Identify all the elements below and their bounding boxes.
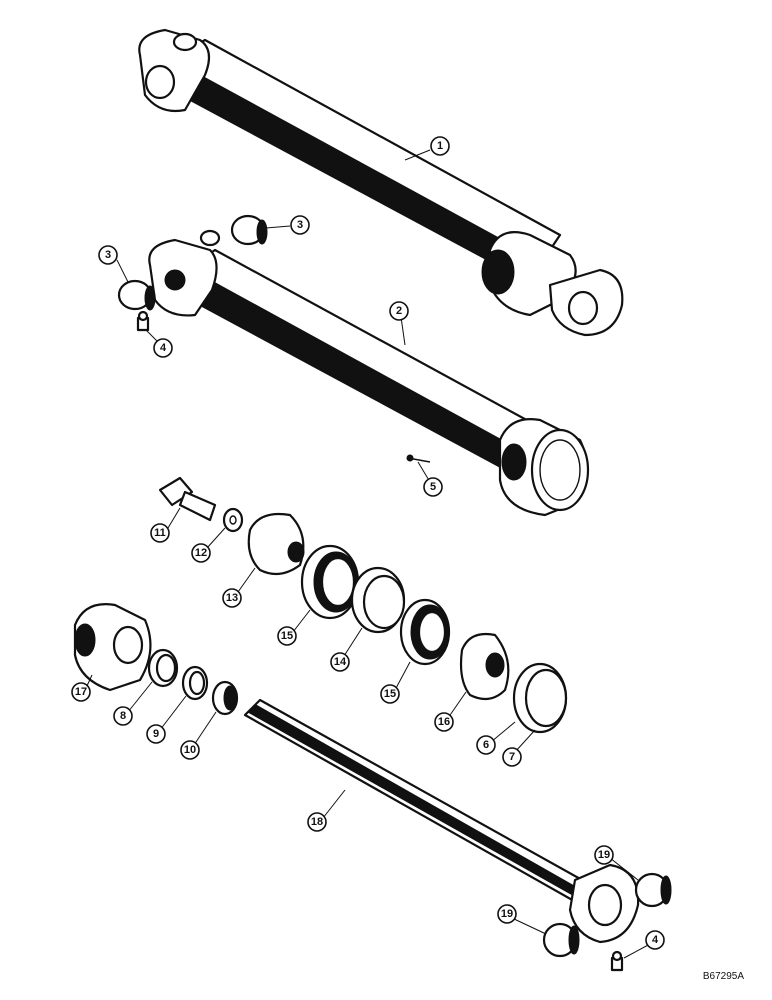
callout-3-upper: 3 [290,215,310,235]
callout-14: 14 [330,652,350,672]
svg-text:11: 11 [154,527,166,539]
svg-text:13: 13 [226,592,238,604]
figure-number: B67295A [702,971,744,982]
callout-5: 5 [423,477,443,497]
svg-text:17: 17 [75,686,87,698]
nut-16 [459,632,510,701]
svg-text:12: 12 [195,547,207,559]
svg-text:4: 4 [652,934,659,946]
svg-text:5: 5 [430,481,436,493]
callout-3-left: 3 [98,245,118,265]
callout-15-lower: 15 [380,684,400,704]
screw-5 [406,454,431,463]
svg-text:15: 15 [384,688,396,700]
svg-text:1: 1 [437,140,443,152]
seal-15-lower [399,598,451,666]
svg-text:6: 6 [483,739,489,751]
svg-text:2: 2 [396,305,402,317]
callout-2: 2 [389,301,409,321]
callout-16: 16 [434,712,454,732]
callout-12: 12 [191,543,211,563]
bushing-3-left [117,279,156,311]
seal-15-upper [300,544,360,620]
callout-19-left: 19 [497,904,517,924]
grease-fitting-4-upper [136,310,150,332]
callout-19-right: 19 [594,845,614,865]
callout-10: 10 [180,740,200,760]
wiper-10 [211,680,239,716]
callout-17: 17 [71,682,91,702]
piston-rod-18 [243,698,640,944]
leader-lines [85,149,651,959]
bushing-19-left [542,922,580,958]
piston-13 [247,512,305,576]
wear-ring-14 [350,566,406,634]
callout-8: 8 [113,706,133,726]
svg-text:3: 3 [105,249,111,261]
ring-9 [181,665,209,701]
cylinder-barrel-2 [148,229,590,517]
svg-text:3: 3 [297,219,303,231]
svg-text:9: 9 [153,728,159,740]
grease-fitting-4-lower [610,950,624,972]
callout-13: 13 [222,588,242,608]
callout-9: 9 [146,724,166,744]
svg-text:14: 14 [334,656,347,668]
callout-7: 7 [502,747,522,767]
callout-1: 1 [430,136,450,156]
bushing-19-right [634,872,672,908]
svg-text:7: 7 [509,751,515,763]
svg-text:19: 19 [598,849,610,861]
svg-text:16: 16 [438,716,450,728]
callout-6: 6 [476,735,496,755]
cylinder-assembly-1 [138,28,624,337]
svg-text:15: 15 [281,630,293,642]
svg-text:18: 18 [311,816,323,828]
callout-11: 11 [150,523,170,543]
bushing-3-upper [230,214,268,246]
svg-text:4: 4 [160,342,167,354]
ring-8 [147,648,179,688]
callout-18: 18 [307,812,327,832]
washer-12 [222,507,244,533]
callout-4-upper: 4 [153,338,173,358]
gland-17 [73,603,152,692]
callout-15-upper: 15 [277,626,297,646]
seal-7 [512,662,568,734]
svg-text:19: 19 [501,908,513,920]
callout-4-lower: 4 [645,930,665,950]
svg-text:8: 8 [120,710,126,722]
bolt-11 [158,476,217,522]
svg-text:10: 10 [184,744,196,756]
